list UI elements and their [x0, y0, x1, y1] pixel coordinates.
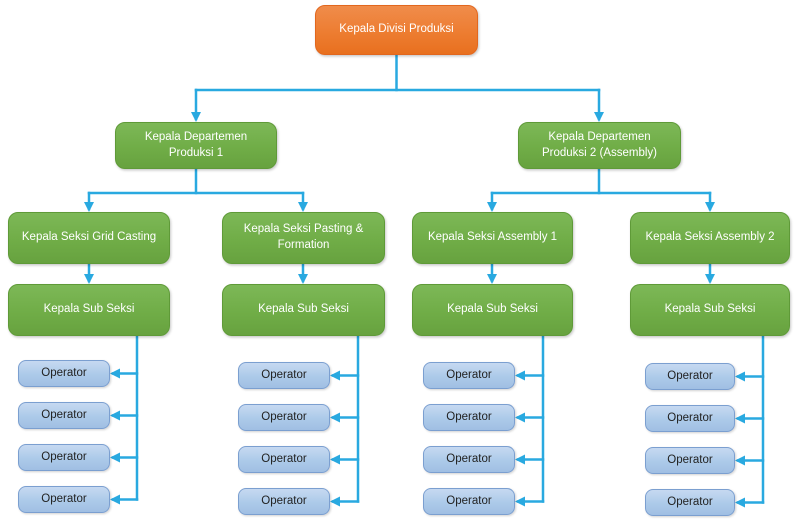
node-operator[interactable]: Operator — [423, 488, 515, 515]
node-operator[interactable]: Operator — [645, 363, 735, 390]
node-operator[interactable]: Operator — [18, 402, 110, 429]
node-kepala-seksi-pasting-formation[interactable]: Kepala Seksi Pasting & Formation — [222, 212, 385, 264]
node-kepala-seksi-assembly-1[interactable]: Kepala Seksi Assembly 1 — [412, 212, 573, 264]
node-operator[interactable]: Operator — [645, 405, 735, 432]
node-operator[interactable]: Operator — [645, 489, 735, 516]
node-kepala-departemen-produksi-2[interactable]: Kepala Departemen Produksi 2 (Assembly) — [518, 122, 681, 169]
node-kepala-sub-seksi-3[interactable]: Kepala Sub Seksi — [412, 284, 573, 336]
node-operator[interactable]: Operator — [18, 360, 110, 387]
node-kepala-sub-seksi-2[interactable]: Kepala Sub Seksi — [222, 284, 385, 336]
node-kepala-departemen-produksi-1[interactable]: Kepala Departemen Produksi 1 — [115, 122, 277, 169]
node-operator[interactable]: Operator — [238, 362, 330, 389]
node-kepala-divisi-produksi[interactable]: Kepala Divisi Produksi — [315, 5, 478, 55]
node-operator[interactable]: Operator — [423, 362, 515, 389]
node-kepala-seksi-grid-casting[interactable]: Kepala Seksi Grid Casting — [8, 212, 170, 264]
node-operator[interactable]: Operator — [238, 488, 330, 515]
node-kepala-sub-seksi-4[interactable]: Kepala Sub Seksi — [630, 284, 790, 336]
node-operator[interactable]: Operator — [645, 447, 735, 474]
node-kepala-sub-seksi-1[interactable]: Kepala Sub Seksi — [8, 284, 170, 336]
node-operator[interactable]: Operator — [18, 486, 110, 513]
node-operator[interactable]: Operator — [423, 404, 515, 431]
node-kepala-seksi-assembly-2[interactable]: Kepala Seksi Assembly 2 — [630, 212, 790, 264]
node-operator[interactable]: Operator — [18, 444, 110, 471]
node-operator[interactable]: Operator — [238, 404, 330, 431]
node-operator[interactable]: Operator — [238, 446, 330, 473]
node-operator[interactable]: Operator — [423, 446, 515, 473]
